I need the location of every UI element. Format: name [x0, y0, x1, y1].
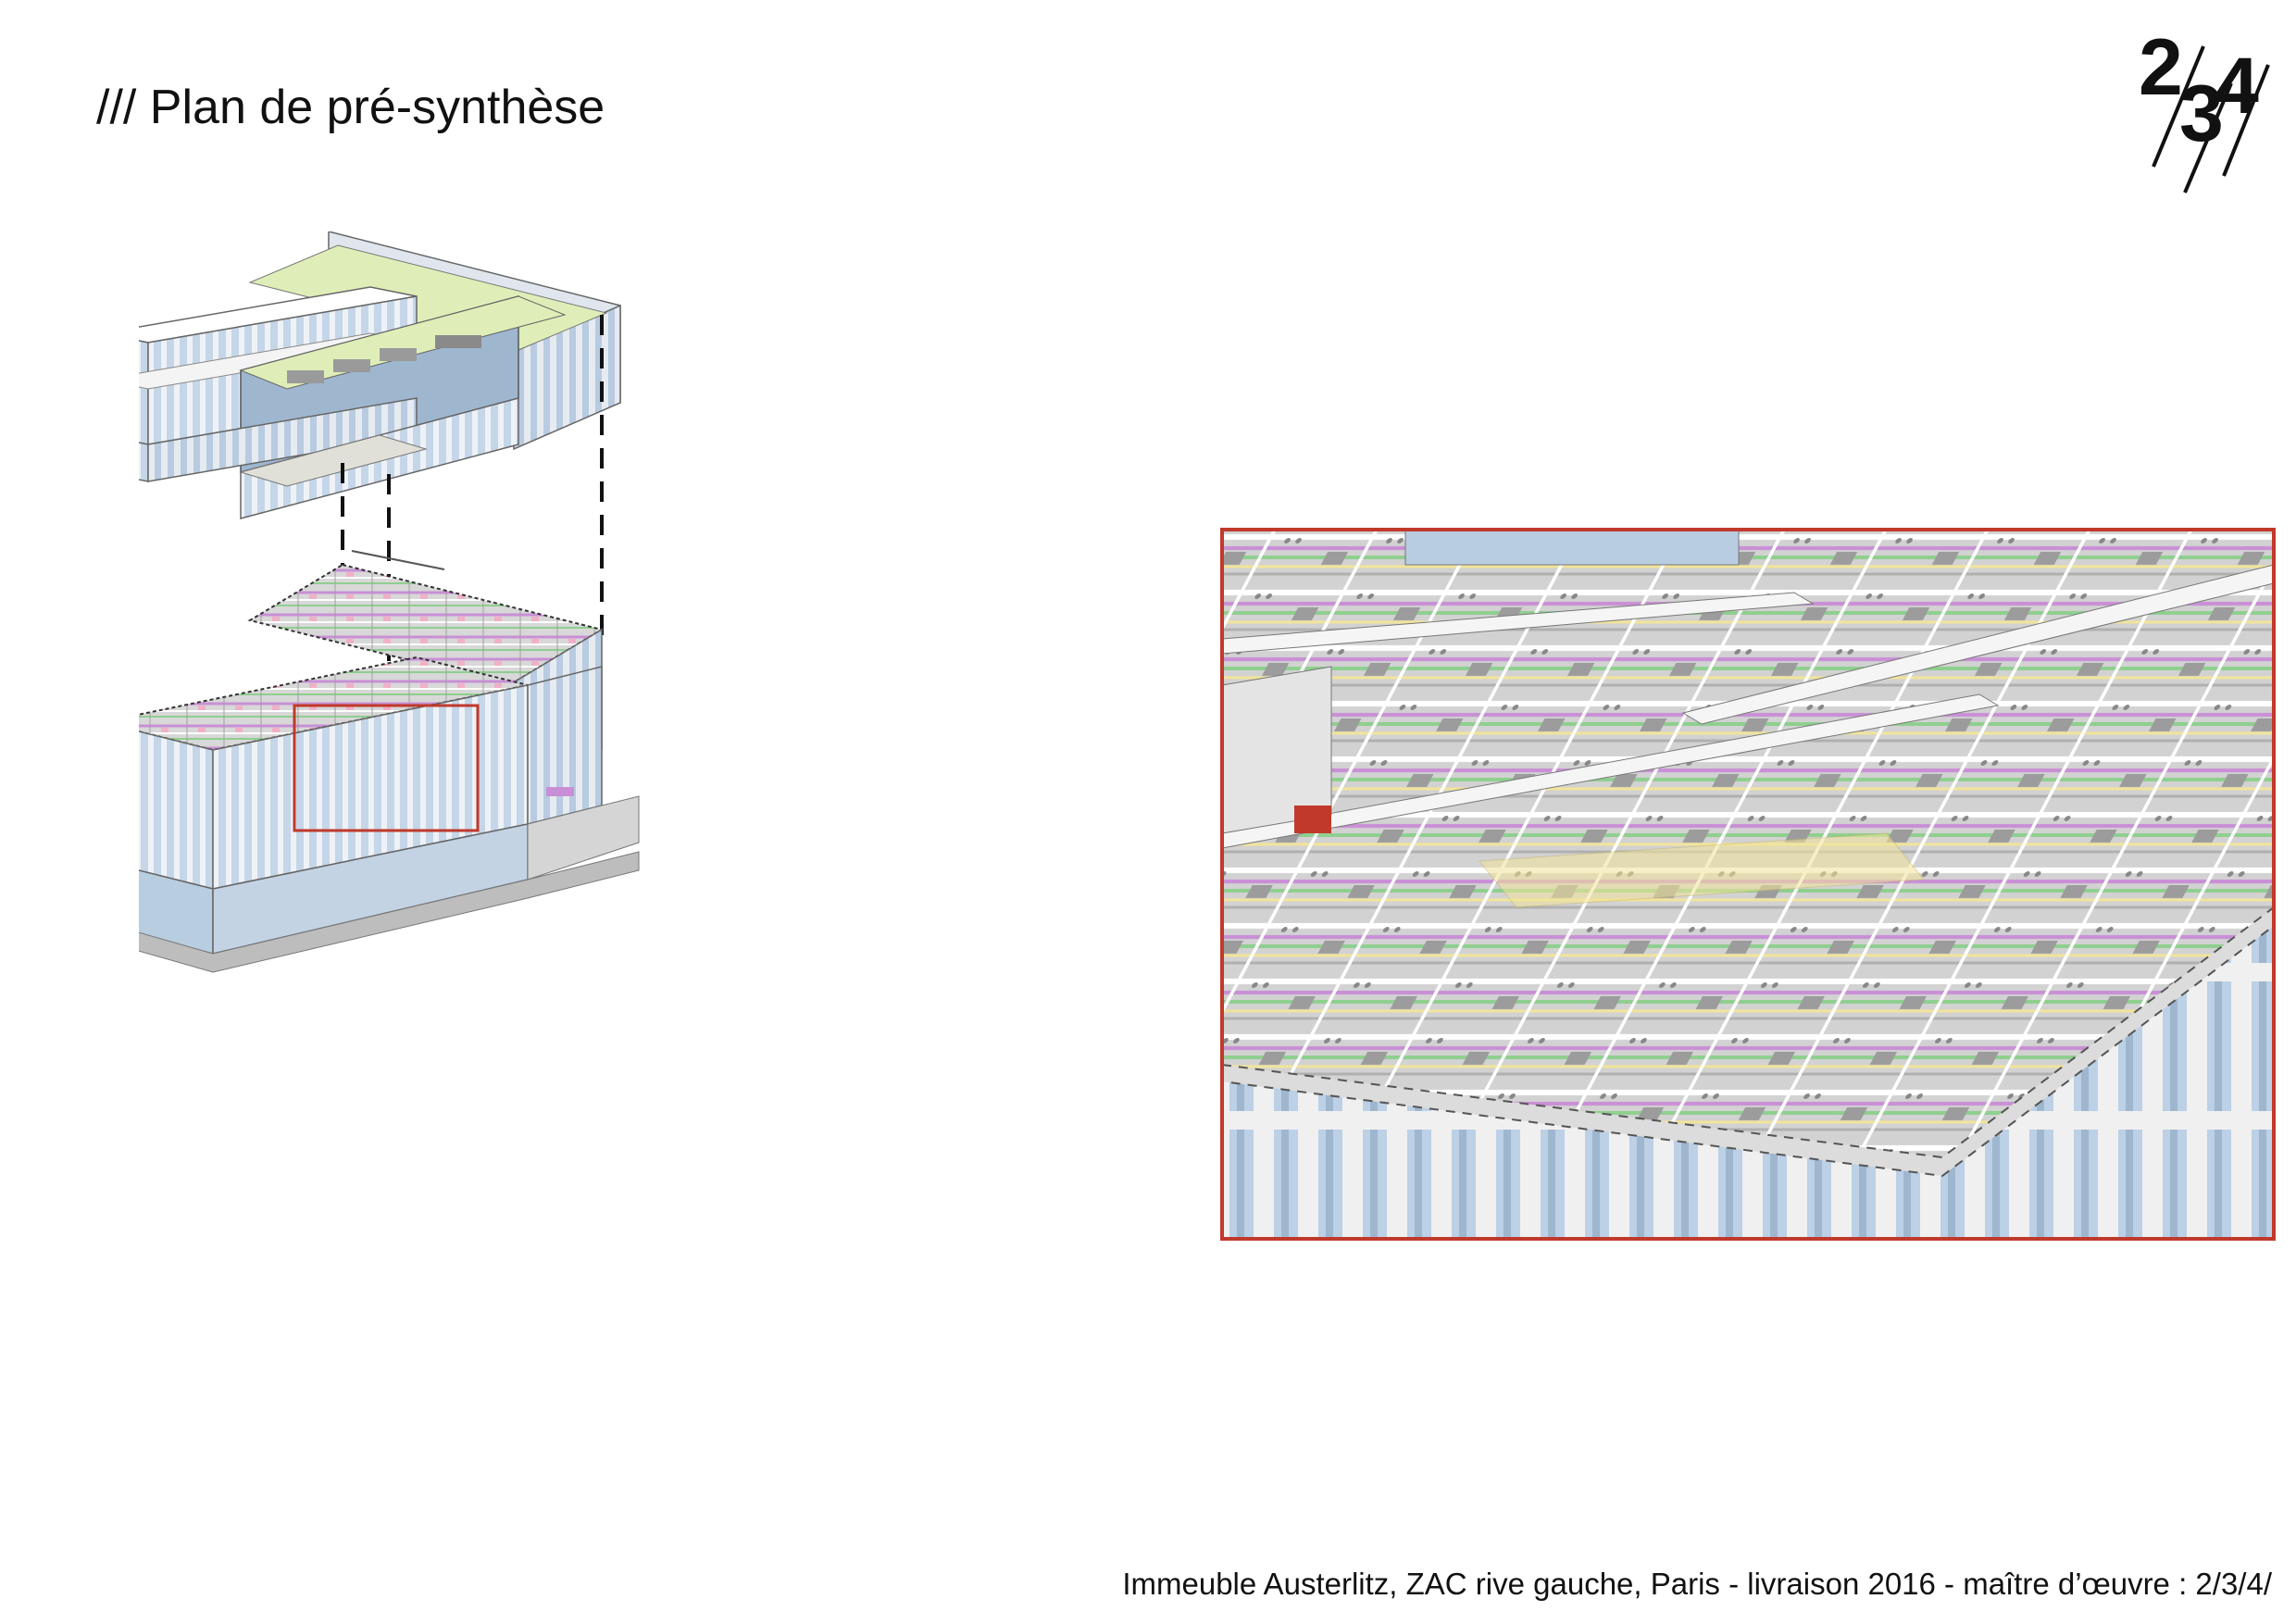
upper-volume — [139, 231, 621, 519]
svg-text:2: 2 — [2139, 28, 2183, 112]
svg-text:4: 4 — [2215, 42, 2259, 131]
page-title: /// Plan de pré-synthèse — [96, 81, 605, 134]
lower-volume — [139, 550, 640, 973]
axonometric-building-drawing — [139, 231, 640, 973]
detail-frame — [1220, 528, 2276, 1241]
detail-highlight-frame — [293, 704, 480, 832]
mep-detail-view — [1220, 528, 2276, 1241]
brand-logo: 2 3 4 — [2139, 28, 2270, 194]
project-caption: Immeuble Austerlitz, ZAC rive gauche, Pa… — [1122, 1567, 2272, 1601]
